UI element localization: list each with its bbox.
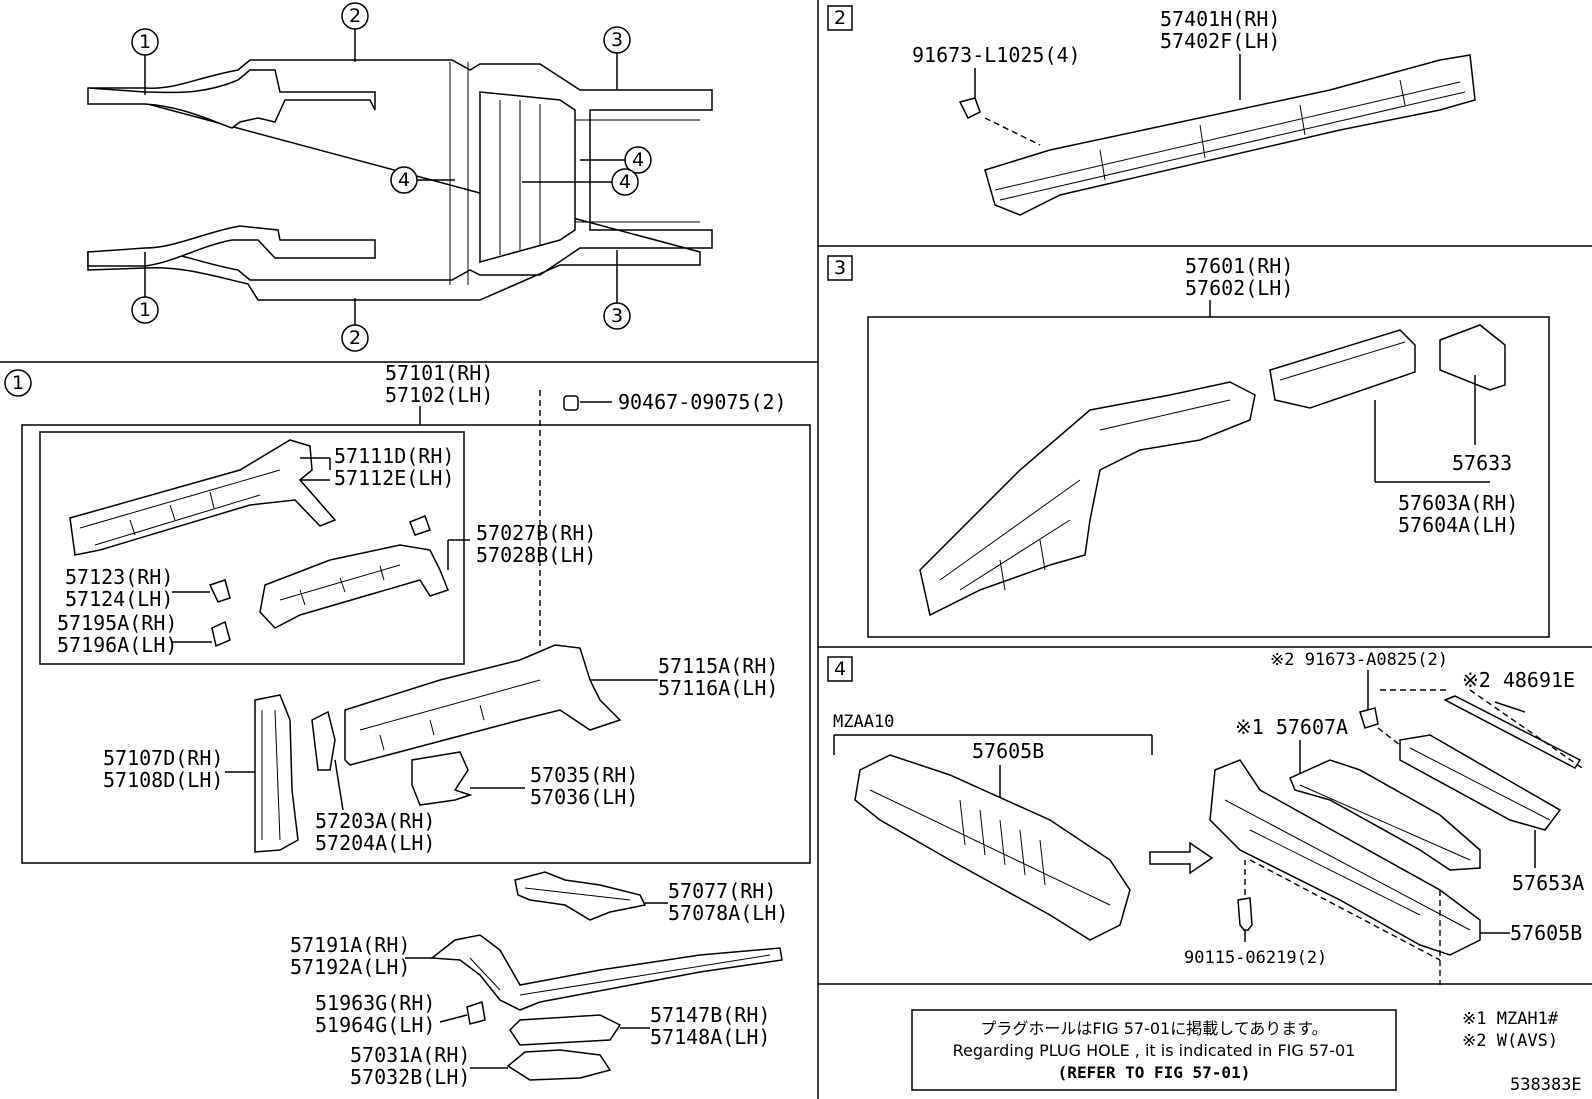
- part-57196: 57196A(LH): [57, 633, 177, 657]
- part-57191: 57191A(RH): [290, 933, 410, 957]
- overview-callout-3-bottom: 3: [603, 302, 631, 330]
- part-57653: 57653A: [1512, 871, 1584, 895]
- part-51963: 51963G(RH): [315, 991, 435, 1015]
- part-57036: 57036(LH): [530, 785, 638, 809]
- part-57203: 57203A(RH): [315, 809, 435, 833]
- part-57601: 57601(RH): [1185, 254, 1293, 278]
- notice-jp: プラグホールはFIG 57-01に掲載してあります。: [980, 1019, 1327, 1038]
- part-57605-right: 57605B: [1510, 921, 1582, 945]
- overview-callout-4-right-upper: 4: [624, 146, 652, 174]
- part-57031: 57031A(RH): [350, 1043, 470, 1067]
- svg-text:3: 3: [611, 305, 623, 327]
- overview-callout-2-top: 2: [341, 2, 369, 30]
- svg-text:3: 3: [834, 257, 846, 279]
- part-57078: 57078A(LH): [668, 901, 788, 925]
- footnote-1: ※1 MZAH1#: [1462, 1009, 1559, 1029]
- footnote-2: ※2 W(AVS): [1462, 1031, 1558, 1051]
- part-57147: 57147B(RH): [650, 1003, 770, 1027]
- notice-ref: (REFER TO FIG 57-01): [1058, 1063, 1251, 1082]
- svg-text:2: 2: [349, 327, 361, 349]
- svg-text:4: 4: [619, 171, 631, 193]
- part-57027: 57027B(RH): [476, 521, 596, 545]
- part-57604: 57604A(LH): [1398, 513, 1518, 537]
- part-57401: 57401H(RH): [1160, 7, 1280, 31]
- part-57148: 57148A(LH): [650, 1025, 770, 1049]
- overview-callout-1-bottom: 1: [131, 296, 159, 324]
- part-57602: 57602(LH): [1185, 276, 1293, 300]
- part-57115: 57115A(RH): [658, 654, 778, 678]
- section-3: 3 57601(RH) 57602(LH) 57633 57603A(RH) 5…: [827, 254, 1550, 638]
- part-57605-left: 57605B: [972, 739, 1044, 763]
- part-57108: 57108D(LH): [103, 768, 223, 792]
- part-57124: 57124(LH): [65, 587, 173, 611]
- overview-callout-1-top: 1: [131, 28, 159, 56]
- part-57111: 57111D(RH): [334, 444, 454, 468]
- part-57116: 57116A(LH): [658, 676, 778, 700]
- part-57101: 57101(RH): [385, 361, 493, 385]
- part-48691: ※2 48691E: [1462, 668, 1575, 692]
- part-57035: 57035(RH): [530, 763, 638, 787]
- svg-text:1: 1: [139, 299, 151, 321]
- overview-callout-2-bottom: 2: [341, 324, 369, 352]
- figure-id: 538383E: [1510, 1075, 1582, 1095]
- svg-text:4: 4: [632, 149, 644, 171]
- part-91673-L1025: 91673-L1025(4): [912, 43, 1081, 67]
- part-57192: 57192A(LH): [290, 955, 410, 979]
- notice-en: Regarding PLUG HOLE , it is indicated in…: [953, 1041, 1356, 1060]
- part-57028: 57028B(LH): [476, 543, 596, 567]
- part-57102: 57102(LH): [385, 383, 493, 407]
- svg-text:1: 1: [12, 372, 24, 394]
- svg-text:4: 4: [398, 169, 410, 191]
- svg-text:1: 1: [139, 31, 151, 53]
- overview-callout-4-left: 4: [390, 166, 418, 194]
- part-57112: 57112E(LH): [334, 466, 454, 490]
- variant-label: MZAA10: [833, 712, 894, 732]
- part-51964: 51964G(LH): [315, 1013, 435, 1037]
- part-57603: 57603A(RH): [1398, 491, 1518, 515]
- overview-callout-3-top: 3: [603, 26, 631, 54]
- section-3-marker: 3: [827, 255, 853, 281]
- part-91673-A0825: ※2 91673-A0825(2): [1270, 650, 1448, 670]
- part-57633: 57633: [1452, 451, 1512, 475]
- svg-text:3: 3: [611, 29, 623, 51]
- section-1-marker: 1: [4, 369, 32, 397]
- part-57123: 57123(RH): [65, 565, 173, 589]
- part-57032: 57032B(LH): [350, 1065, 470, 1089]
- part-57077: 57077(RH): [668, 879, 776, 903]
- underbody-overview: 1 1 2 2 3 3 4 4 4: [87, 2, 713, 352]
- part-90115: 90115-06219(2): [1184, 948, 1327, 968]
- part-57107: 57107D(RH): [103, 746, 223, 770]
- part-57195: 57195A(RH): [57, 611, 177, 635]
- section-2: 2 91673-L1025(4) 57401H(RH) 57402F(LH): [827, 5, 1476, 216]
- svg-text:2: 2: [349, 5, 361, 27]
- section-2-marker: 2: [827, 5, 853, 31]
- overview-callout-4-right-lower: 4: [611, 168, 639, 196]
- notice-box: プラグホールはFIG 57-01に掲載してあります。 Regarding PLU…: [911, 1009, 1397, 1091]
- section-4-marker: 4: [827, 656, 853, 682]
- svg-text:2: 2: [834, 7, 846, 29]
- part-90467: 90467-09075(2): [618, 390, 787, 414]
- part-57402: 57402F(LH): [1160, 29, 1280, 53]
- svg-text:4: 4: [834, 658, 846, 680]
- part-57204: 57204A(LH): [315, 831, 435, 855]
- part-57607: ※1 57607A: [1235, 715, 1348, 739]
- section-4: 4 ※2 91673-A0825(2) ※2 48691E ※1 57607A …: [827, 650, 1586, 985]
- section-1: 1 57101(RH) 57102(LH) 90467-09075(2) 571…: [4, 361, 811, 1089]
